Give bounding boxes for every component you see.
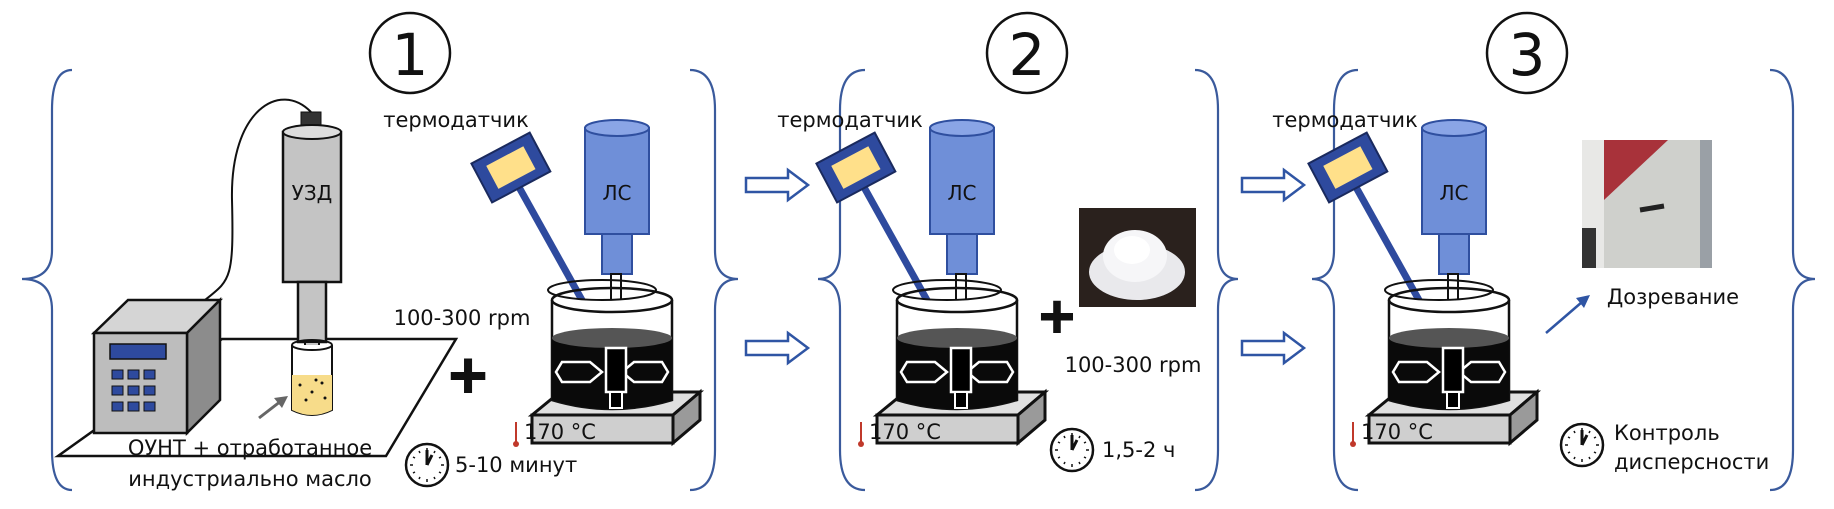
step-number: 3 [1509,21,1546,89]
pointer-arrow [258,396,288,420]
right-brace [689,68,739,492]
control-label-line1: Контроль [1614,421,1720,445]
stirrer-label: ЛС [947,181,976,205]
ultrasonic-disperser: УЗД [281,111,343,391]
arrow-right-icon [744,331,810,365]
control-label-line2: дисперсности [1614,450,1769,474]
temperature-label: 170 °C [1361,420,1433,444]
step-number-circle [1485,11,1569,95]
left-brace [817,68,866,492]
generator-display [109,343,167,360]
clock-icon [404,442,450,488]
arrow-right-icon [1240,168,1306,202]
sensor-label: термодатчик [383,108,529,132]
step-2: 2 ЛС термодатчик 170 °C + 100-300 rpm 1,… [777,11,1239,492]
left-brace [1311,68,1359,492]
mixture-label-line2: индустриально масло [128,467,372,491]
sensor-label: термодатчик [1272,108,1418,132]
step-1: 1 УЗД [21,11,739,492]
clock-icon [1559,422,1605,468]
step-number: 2 [1009,21,1046,89]
temperature-label: 170 °C [869,420,941,444]
rpm-label: 100-300 rpm [1065,353,1202,377]
ultrasonic-generator [90,296,224,437]
mixture-label-line1: ОУНТ + отработанное [128,436,372,460]
temperature-label: 170 °C [524,420,596,444]
step-number-circle [985,11,1069,95]
right-brace [1194,68,1239,492]
ultrasonic-label: УЗД [292,181,333,205]
time-label: 1,5-2 ч [1102,438,1175,462]
maturation-label: Дозревание [1607,285,1739,309]
arrow-right-icon [1240,331,1306,365]
mixer-setup [816,120,1045,447]
right-brace [1769,68,1816,492]
plus-icon: + [446,345,490,405]
arrow-right-icon [744,168,810,202]
powder-photo [1079,208,1196,307]
sample-vial [291,339,333,416]
step-number-circle [368,11,452,95]
sensor-label: термодатчик [777,108,923,132]
stirrer-label: ЛС [602,181,631,205]
left-brace [21,68,73,492]
generator-keypad [111,369,156,412]
pointer-arrow [1545,295,1590,334]
mixer-setup [471,120,700,447]
stirrer-label: ЛС [1439,181,1468,205]
mixer-setup [1308,120,1537,447]
plus-icon: + [1037,288,1077,344]
incubator-photo [1582,140,1712,268]
step-3: 3 ЛС термодатчик 170 °C Дозревание Контр… [1272,11,1816,492]
cable [204,98,312,301]
clock-icon [1049,427,1095,473]
step-number: 1 [392,21,429,89]
rpm-label: 100-300 rpm [394,306,531,330]
time-label: 5-10 минут [455,453,577,477]
